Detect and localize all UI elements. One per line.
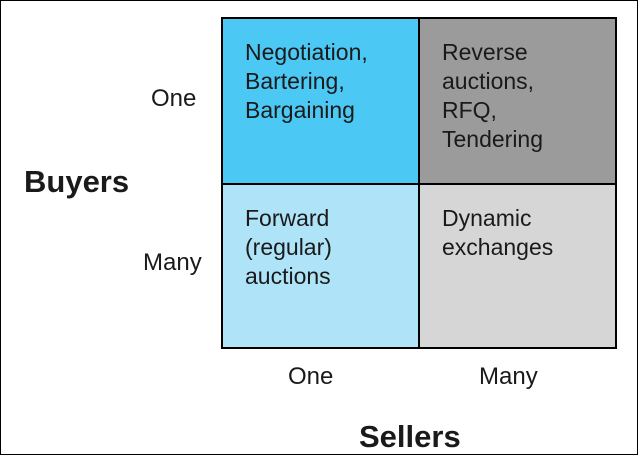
row-label-one: One bbox=[151, 85, 197, 112]
x-axis-title: Sellers bbox=[359, 419, 461, 454]
cell-text: Dynamic exchanges bbox=[442, 204, 553, 262]
cell-line: auctions, bbox=[442, 68, 535, 94]
cell-line: exchanges bbox=[442, 234, 554, 260]
col-label-one: One bbox=[288, 363, 334, 390]
cell-one-buyer-many-sellers: Reverse auctions, RFQ, Tendering bbox=[420, 19, 615, 185]
cell-line: Bartering, bbox=[245, 68, 345, 94]
cell-line: Forward bbox=[245, 205, 330, 231]
cell-line: Negotiation, bbox=[245, 39, 368, 65]
y-axis-title: Buyers bbox=[24, 164, 130, 199]
cell-line: Bargaining bbox=[245, 97, 355, 123]
cell-line: RFQ, bbox=[442, 97, 497, 123]
cell-line: Reverse bbox=[442, 39, 528, 65]
cell-text: Negotiation, Bartering, Bargaining bbox=[245, 38, 368, 125]
cell-many-buyers-many-sellers: Dynamic exchanges bbox=[420, 185, 615, 347]
cell-many-buyers-one-seller: Forward (regular) auctions bbox=[223, 185, 420, 347]
cell-line: Tendering bbox=[442, 126, 544, 152]
cell-line: (regular) bbox=[245, 234, 332, 260]
cell-one-buyer-one-seller: Negotiation, Bartering, Bargaining bbox=[223, 19, 420, 185]
cell-text: Reverse auctions, RFQ, Tendering bbox=[442, 38, 543, 154]
cell-text: Forward (regular) auctions bbox=[245, 204, 332, 291]
matrix-grid: Negotiation, Bartering, Bargaining Rever… bbox=[221, 17, 617, 349]
col-label-many: Many bbox=[479, 363, 538, 390]
cell-line: auctions bbox=[245, 263, 331, 289]
row-label-many: Many bbox=[143, 249, 202, 276]
cell-line: Dynamic bbox=[442, 205, 532, 231]
